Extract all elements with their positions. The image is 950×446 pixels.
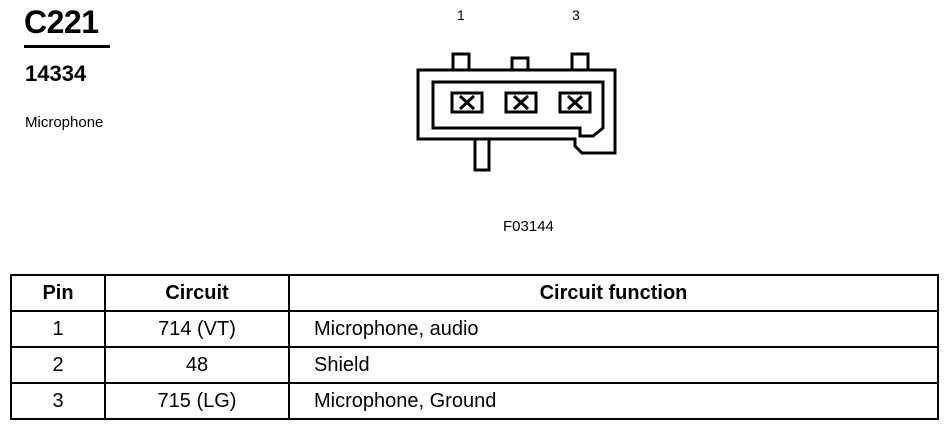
connector-tab-3: [570, 52, 590, 72]
connector-tab-2: [510, 56, 530, 72]
pin-label-3: 3: [572, 7, 580, 23]
cell-function: Microphone, audio: [288, 310, 939, 348]
connector-key-bottom: [473, 134, 491, 172]
cell-circuit: 714 (VT): [104, 310, 290, 348]
component-name: Microphone: [25, 114, 104, 131]
connector-face-diagram: [416, 52, 617, 172]
figure-code: F03144: [503, 218, 554, 235]
header-circuit: Circuit: [104, 274, 290, 312]
terminal-2-icon: [504, 91, 538, 114]
cell-pin: 2: [10, 346, 106, 384]
cell-function: Microphone, Ground: [288, 382, 939, 420]
connector-id-underline: [24, 45, 110, 48]
pin-label-1: 1: [457, 7, 465, 23]
terminal-3-icon: [558, 91, 592, 114]
connector-id: C221: [24, 4, 99, 40]
terminal-1-icon: [450, 91, 484, 114]
table-row: 2 48 Shield: [10, 346, 939, 384]
header-pin: Pin: [10, 274, 106, 312]
cell-circuit: 715 (LG): [104, 382, 290, 420]
cell-function: Shield: [288, 346, 939, 384]
cell-pin: 3: [10, 382, 106, 420]
part-number: 14334: [25, 61, 87, 86]
table-header-row: Pin Circuit Circuit function: [10, 274, 939, 312]
connector-tab-1: [451, 52, 471, 72]
cell-pin: 1: [10, 310, 106, 348]
cell-circuit: 48: [104, 346, 290, 384]
header-circuit-function: Circuit function: [288, 274, 939, 312]
table-row: 3 715 (LG) Microphone, Ground: [10, 382, 939, 420]
table-row: 1 714 (VT) Microphone, audio: [10, 310, 939, 348]
pinout-table: Pin Circuit Circuit function 1 714 (VT) …: [10, 274, 939, 420]
